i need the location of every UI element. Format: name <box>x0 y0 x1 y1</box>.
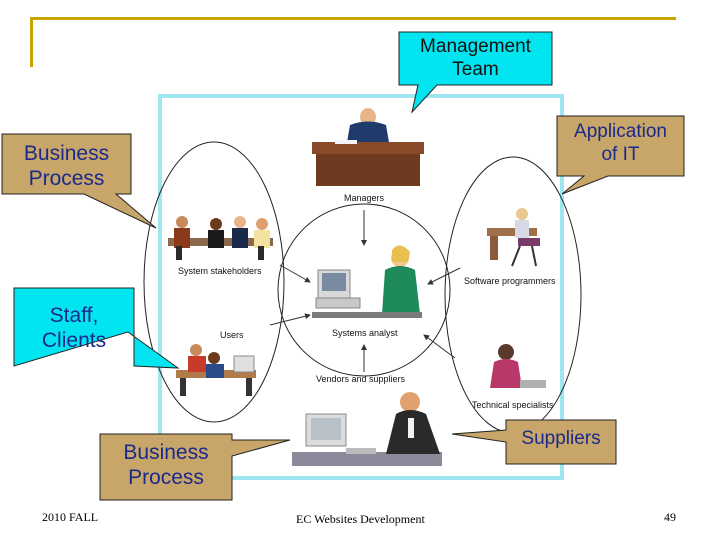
callout-business-process-bottom-text-line-1: Business <box>123 441 209 464</box>
supplier-illustration <box>292 392 442 466</box>
managers-illustration <box>312 108 424 186</box>
callout-business-process-top-text-line-1: Business <box>23 142 110 165</box>
arrow-users <box>269 313 311 326</box>
callout-application-it-text-line-1: Application <box>574 121 667 142</box>
callout-staff-clients-text-line-2: Clients <box>41 329 107 353</box>
callout-management-team-text-line-1: Management <box>420 36 531 57</box>
node-system-stakeholders: System stakeholders <box>178 266 262 276</box>
callout-business-process-top <box>1 133 157 229</box>
callout-staff-clients-text: Staff,Clients <box>14 303 134 353</box>
users-illustration <box>176 344 256 396</box>
node-technical-specialists: Technical specialists <box>472 400 554 410</box>
diagram-frame <box>158 94 564 480</box>
node-users: Users <box>220 330 244 340</box>
center-circle <box>277 203 451 377</box>
callout-staff-clients-text-line-1: Staff, <box>49 304 99 327</box>
stakeholders-illustration <box>168 216 273 260</box>
callout-suppliers-text-line-1: Suppliers <box>521 428 601 449</box>
node-systems-analyst: Systems analyst <box>332 328 398 338</box>
analyst-illustration <box>312 245 422 318</box>
callout-business-process-top-text-line-2: Process <box>28 167 105 191</box>
callout-staff-clients <box>13 287 180 369</box>
specialist-illustration <box>490 344 546 388</box>
left-rule <box>30 17 33 67</box>
top-rule <box>30 17 676 20</box>
callout-suppliers <box>451 419 617 465</box>
arrow-stakeholders <box>279 264 311 283</box>
node-managers: Managers <box>344 193 385 203</box>
footer-term: 2010 FALL <box>42 510 99 524</box>
node-software-programmers: Software programmers <box>464 276 556 286</box>
callout-management-team-text-line-2: Team <box>452 58 499 80</box>
programmer-illustration <box>487 208 540 267</box>
callout-management-team <box>398 31 553 114</box>
arrow-programmers <box>427 267 461 285</box>
right-ellipse <box>444 156 582 434</box>
callout-application-it-text-line-2: of IT <box>601 143 640 165</box>
callout-business-process-bottom <box>99 433 291 501</box>
left-ellipse <box>143 141 285 423</box>
arrow-specialists <box>423 334 456 359</box>
callout-application-it <box>556 115 685 195</box>
callout-suppliers-text: Suppliers <box>506 428 616 451</box>
node-vendors-suppliers: Vendors and suppliers <box>316 374 406 384</box>
callout-business-process-bottom-text-line-2: Process <box>128 466 204 490</box>
footer-course: EC Websites Development <box>296 512 425 526</box>
footer-page-number: 49 <box>664 510 676 524</box>
